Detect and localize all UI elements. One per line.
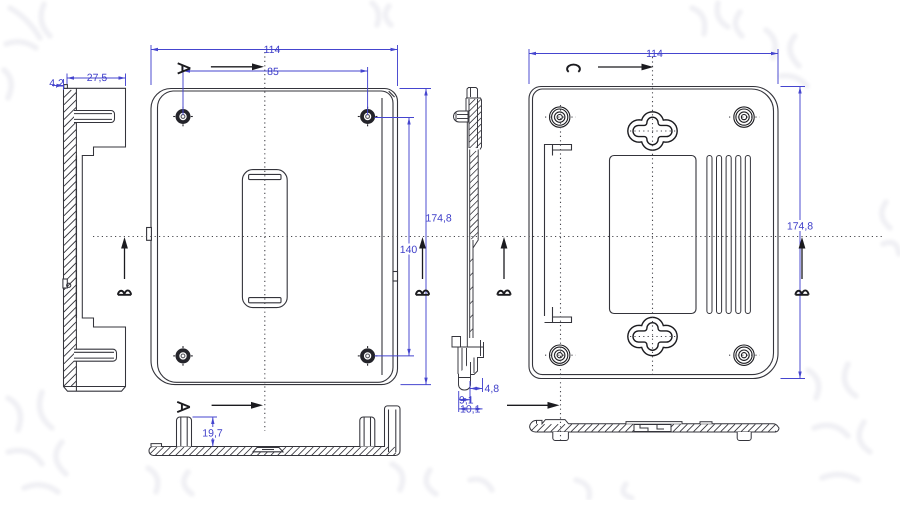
svg-text:114: 114 [264,44,281,56]
svg-text:19,7: 19,7 [202,427,223,439]
svg-text:4,8: 4,8 [485,383,500,395]
svg-text:27,5: 27,5 [87,72,108,84]
svg-text:140: 140 [400,244,418,256]
svg-text:4,2: 4,2 [49,77,64,89]
svg-text:9,1: 9,1 [459,395,474,407]
svg-text:85: 85 [267,66,279,78]
svg-text:10,1: 10,1 [460,404,481,416]
svg-text:174,8: 174,8 [426,212,452,224]
svg-text:114: 114 [646,48,663,60]
svg-text:174,8: 174,8 [787,221,813,233]
